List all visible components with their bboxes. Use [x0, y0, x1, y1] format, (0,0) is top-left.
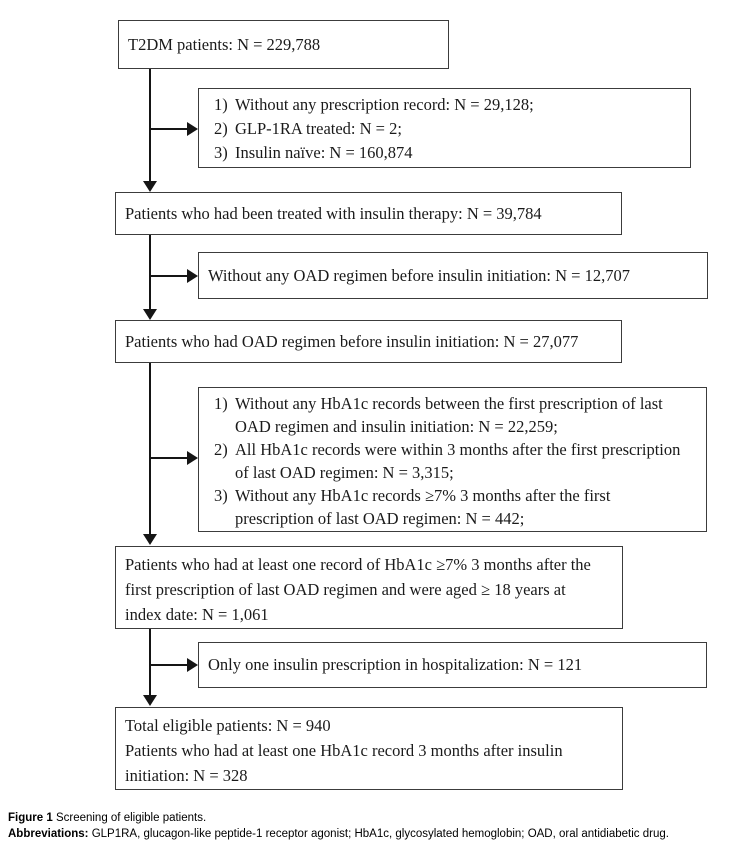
abbreviations-text: GLP1RA, glucagon-like peptide-1 receptor…: [91, 828, 669, 840]
abbreviations-label: Abbreviations:: [8, 828, 89, 840]
item-text: GLP-1RA treated: N = 2;: [235, 119, 402, 138]
figure-caption-line: Figure 1 Screening of eligible patients.: [8, 810, 732, 826]
flow-box-total-eligible-line: Patients who had at least one HbA1c reco…: [125, 741, 563, 760]
flow-box-total-eligible-line: initiation: N = 328: [125, 766, 248, 785]
flow-box-total-eligible-line: Total eligible patients: N = 940: [125, 716, 331, 735]
item-text: OAD regimen and insulin initiation: N = …: [235, 417, 558, 436]
item-number: 2): [214, 440, 228, 459]
item-number: 3): [214, 486, 228, 505]
item-number: 1): [214, 95, 228, 114]
arrow-right-icon-4: [187, 658, 198, 672]
exclusion-box-1: 1) Without any prescription record: N = …: [198, 88, 691, 168]
flow-box-oad-regimen-label: Patients who had OAD regimen before insu…: [125, 331, 579, 351]
branch-line-2: [150, 275, 187, 277]
flow-box-hba1c-eligible: Patients who had at least one record of …: [115, 546, 623, 629]
connector-line-2: [149, 235, 151, 309]
item-text: Insulin naïve: N = 160,874: [235, 143, 413, 162]
figure-label: Figure 1: [8, 812, 53, 824]
flow-box-total-eligible: Total eligible patients: N = 940 Patient…: [115, 707, 623, 790]
flow-box-oad-regimen: Patients who had OAD regimen before insu…: [115, 320, 622, 363]
exclusion-2-label: Without any OAD regimen before insulin i…: [208, 265, 630, 285]
arrow-down-icon-4: [143, 695, 157, 706]
item-text: Without any HbA1c records between the fi…: [235, 394, 663, 413]
flow-box-t2dm-label: T2DM patients: N = 229,788: [128, 34, 321, 54]
exclusion-3-item: 3) Without any HbA1c records ≥7% 3 month…: [214, 484, 700, 530]
exclusion-box-2: Without any OAD regimen before insulin i…: [198, 252, 708, 299]
arrow-right-icon-3: [187, 451, 198, 465]
arrow-right-icon-2: [187, 269, 198, 283]
flow-box-hba1c-eligible-line: index date: N = 1,061: [125, 605, 269, 624]
flow-box-insulin-therapy: Patients who had been treated with insul…: [115, 192, 622, 235]
item-text: All HbA1c records were within 3 months a…: [235, 440, 681, 459]
connector-line-4: [149, 629, 151, 695]
flow-box-insulin-therapy-label: Patients who had been treated with insul…: [125, 203, 542, 223]
exclusion-1-item: 3) Insulin naïve: N = 160,874: [214, 141, 684, 165]
exclusion-1-item: 2) GLP-1RA treated: N = 2;: [214, 117, 684, 141]
flow-box-t2dm-patients: T2DM patients: N = 229,788: [118, 20, 449, 69]
arrow-right-icon-1: [187, 122, 198, 136]
branch-line-1: [150, 128, 187, 130]
connector-line-3: [149, 363, 151, 534]
abbreviations-line: Abbreviations: GLP1RA, glucagon-like pep…: [8, 826, 732, 842]
item-text: Without any prescription record: N = 29,…: [235, 95, 534, 114]
item-number: 1): [214, 394, 228, 413]
item-text: prescription of last OAD regimen: N = 44…: [235, 509, 525, 528]
branch-line-3: [150, 457, 187, 459]
item-number: 2): [214, 119, 228, 138]
flow-box-hba1c-eligible-line: first prescription of last OAD regimen a…: [125, 580, 566, 599]
exclusion-box-3: 1) Without any HbA1c records between the…: [198, 387, 707, 532]
item-text: Without any HbA1c records ≥7% 3 months a…: [235, 486, 611, 505]
arrow-down-icon-2: [143, 309, 157, 320]
item-number: 3): [214, 143, 228, 162]
exclusion-box-4: Only one insulin prescription in hospita…: [198, 642, 707, 688]
branch-line-4: [150, 664, 187, 666]
exclusion-3-item: 2) All HbA1c records were within 3 month…: [214, 438, 700, 484]
arrow-down-icon-3: [143, 534, 157, 545]
item-text: of last OAD regimen: N = 3,315;: [235, 463, 454, 482]
exclusion-3-item: 1) Without any HbA1c records between the…: [214, 392, 700, 438]
flow-box-hba1c-eligible-line: Patients who had at least one record of …: [125, 555, 591, 574]
arrow-down-icon-1: [143, 181, 157, 192]
exclusion-1-item: 1) Without any prescription record: N = …: [214, 93, 684, 117]
figure-caption: Figure 1 Screening of eligible patients.…: [8, 810, 732, 842]
figure-caption-text: Screening of eligible patients.: [55, 812, 207, 824]
connector-line-1: [149, 69, 151, 181]
exclusion-4-label: Only one insulin prescription in hospita…: [208, 655, 583, 675]
